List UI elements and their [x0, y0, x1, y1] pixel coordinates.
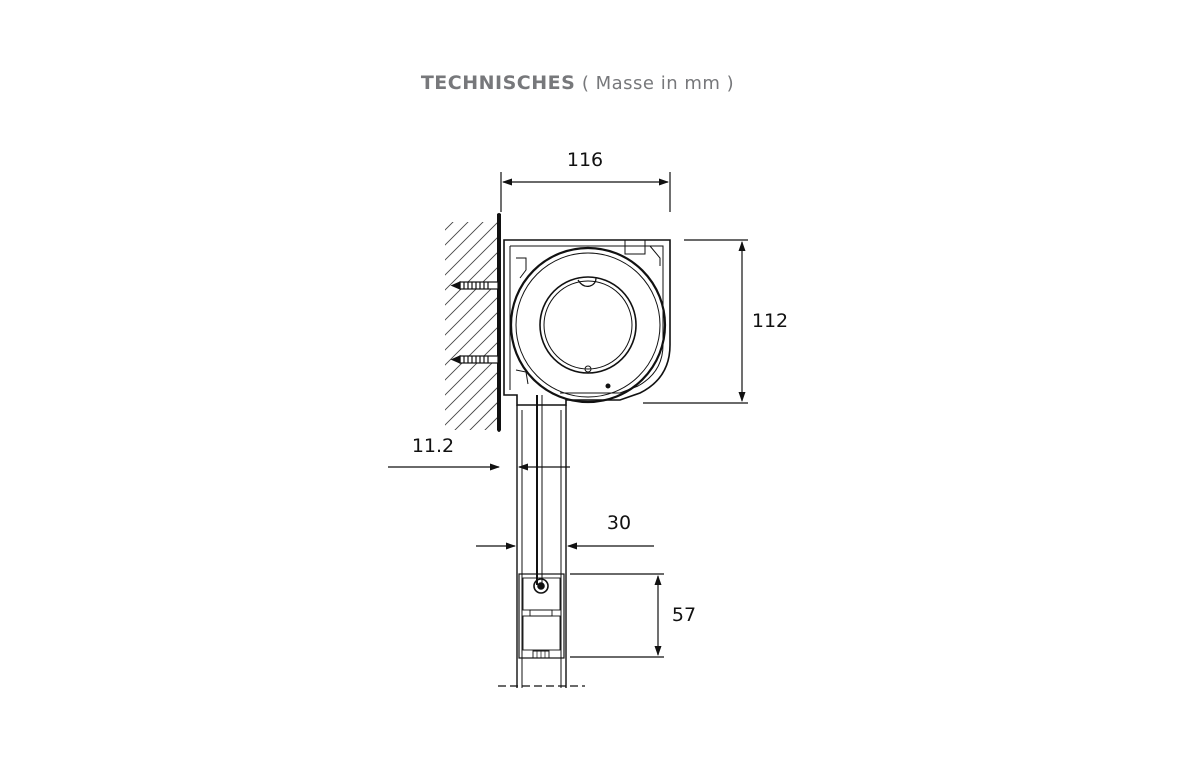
- end-slat: [518, 573, 565, 659]
- wall-hatching: [445, 222, 501, 430]
- title-main: TECHNISCHES: [420, 72, 576, 94]
- label-112: 112: [752, 310, 788, 332]
- label-30: 30: [607, 512, 631, 534]
- shutter-box: [503, 239, 671, 406]
- wall-plate: [497, 213, 501, 432]
- label-57: 57: [672, 604, 696, 626]
- label-116: 116: [567, 149, 603, 171]
- upper-screw: [450, 281, 499, 290]
- diagram-title: TECHNISCHES ( Masse in mm ): [0, 72, 1155, 94]
- title-units: ( Masse in mm ): [581, 73, 735, 94]
- roller-coil: [509, 246, 667, 404]
- dimension-112: [643, 239, 748, 404]
- dimension-57: [570, 573, 664, 658]
- label-11-2: 11.2: [412, 435, 454, 457]
- dimension-116: [500, 172, 671, 212]
- lower-screw: [450, 355, 499, 364]
- guide-rail: [516, 395, 567, 688]
